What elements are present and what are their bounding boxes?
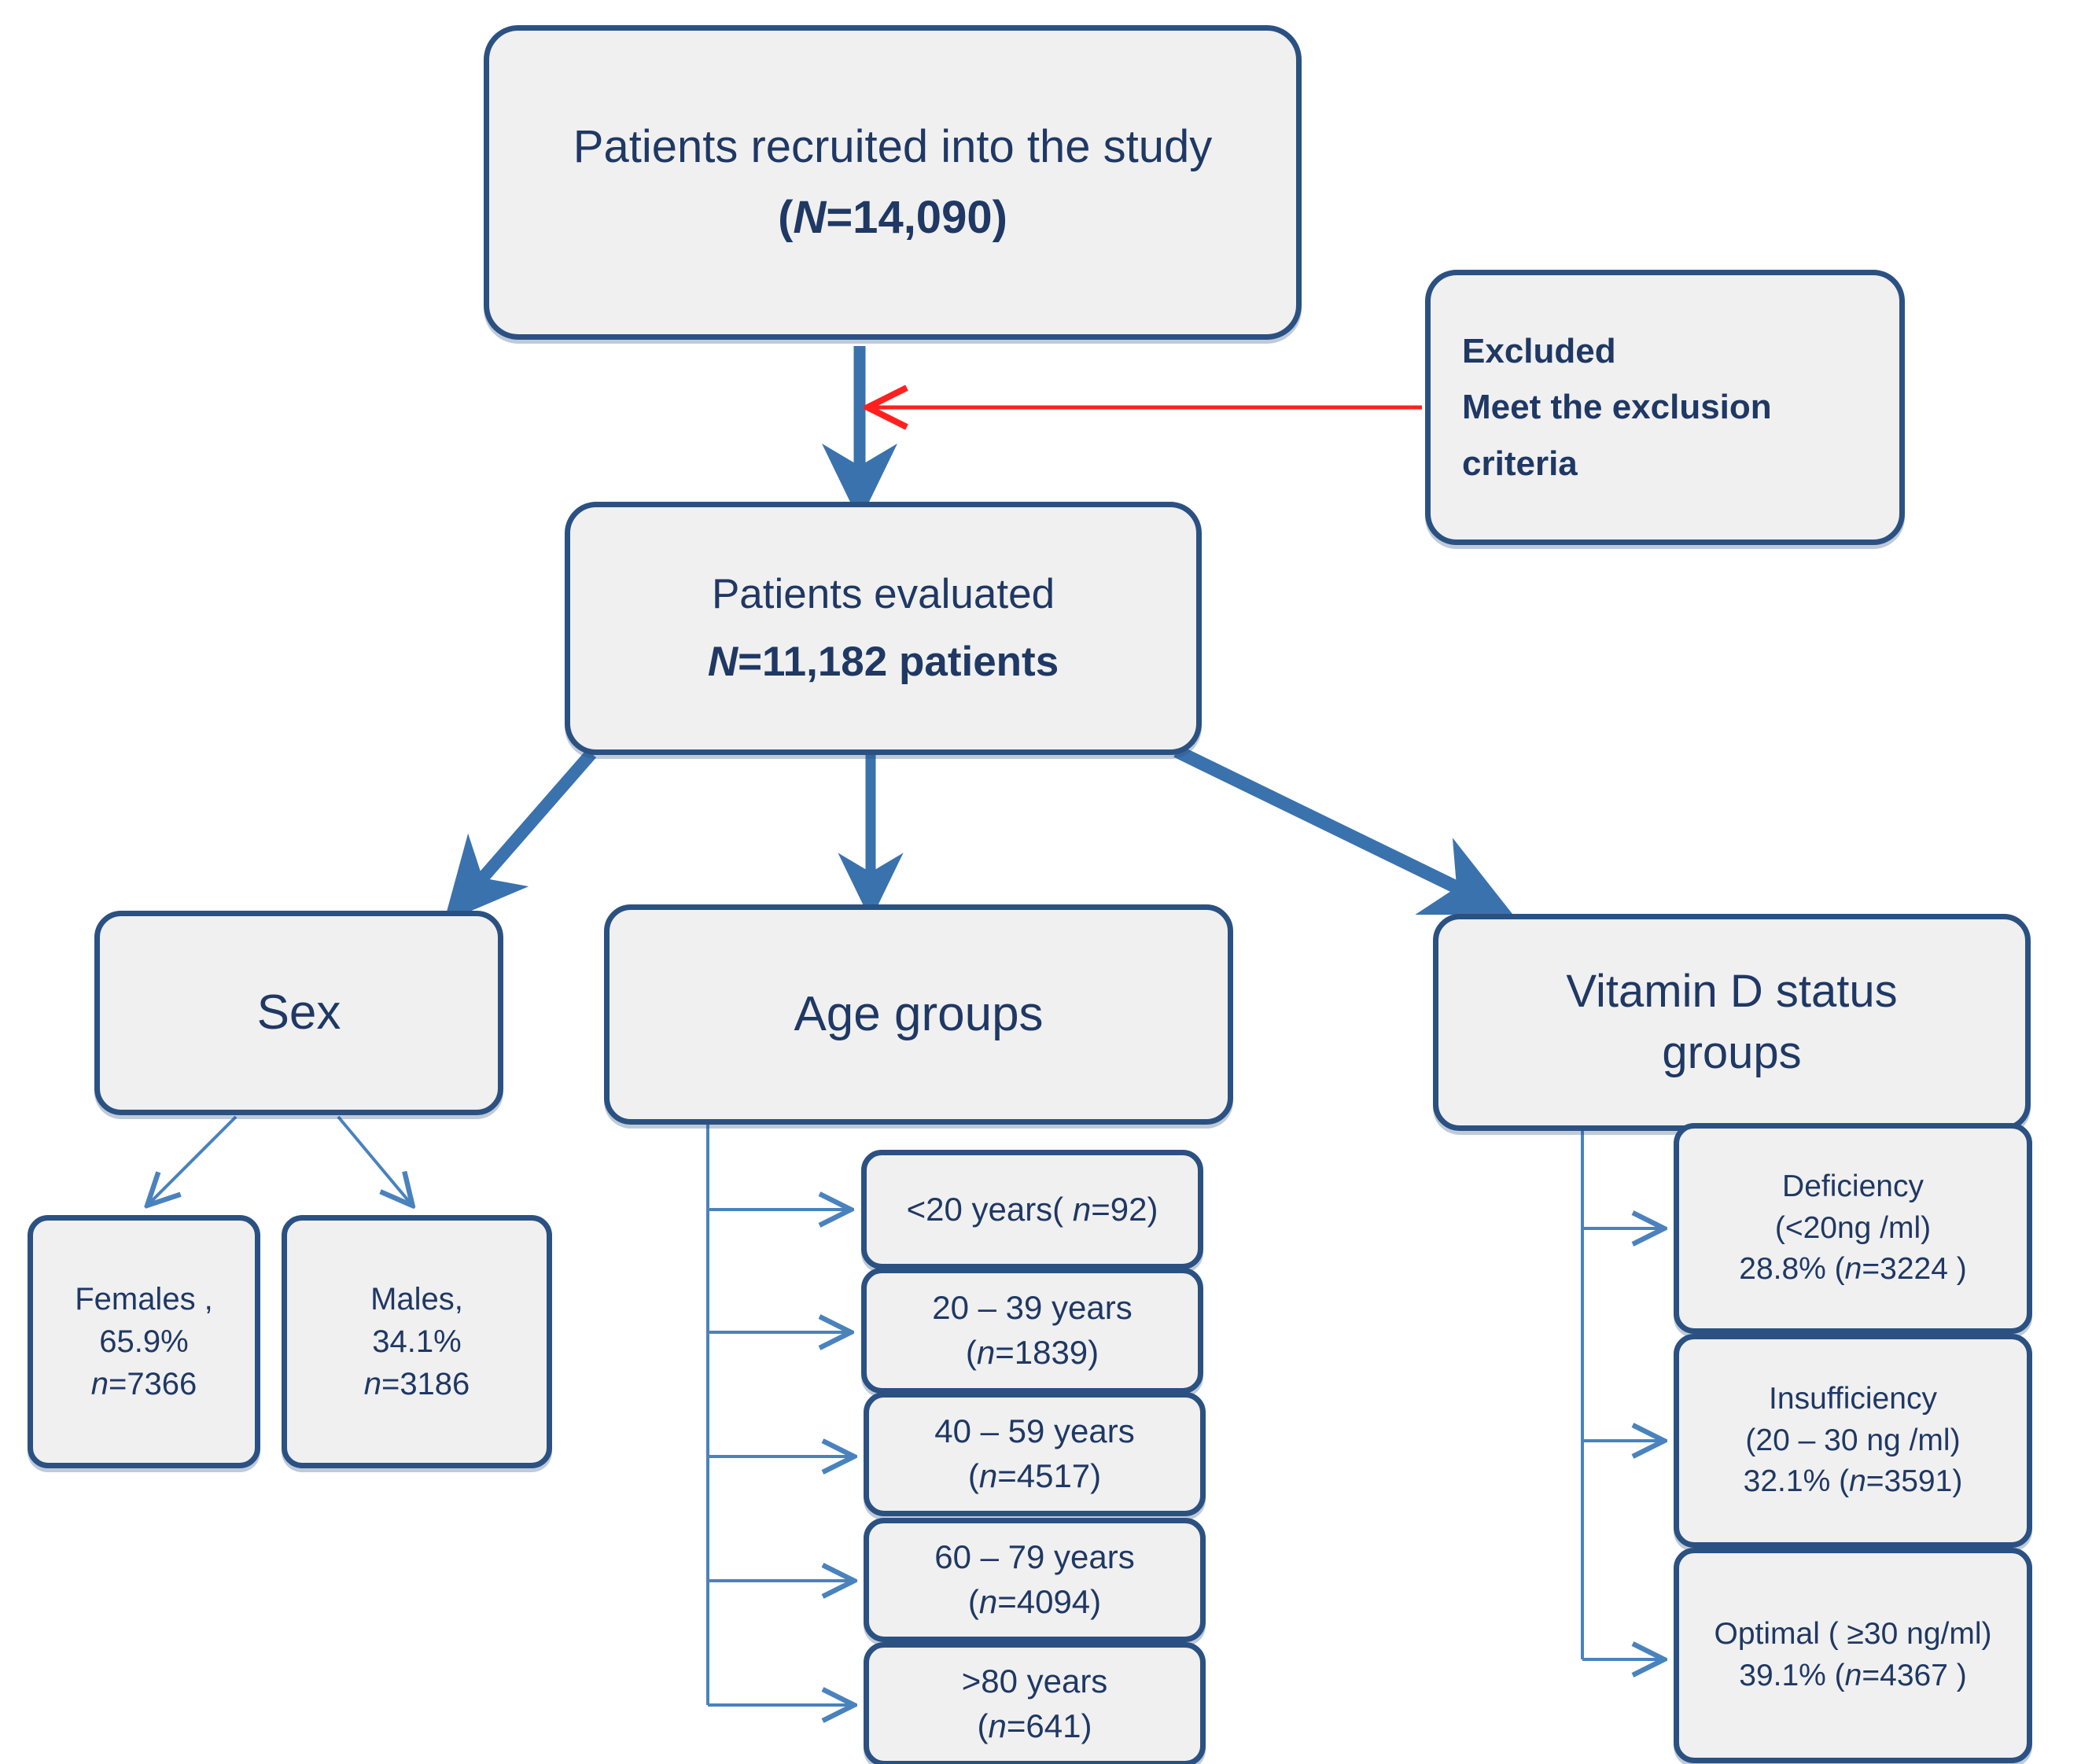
age-20-39-label: 20 – 39 years bbox=[932, 1289, 1133, 1327]
node-sex-group[interactable]: Sex bbox=[94, 911, 503, 1115]
age-over-80-label: >80 years bbox=[961, 1663, 1108, 1700]
node-age-under-20[interactable]: <20 years( n=92) bbox=[861, 1150, 1203, 1269]
vitamind-label-line-1: Vitamin D status bbox=[1566, 965, 1898, 1017]
deficiency-label: Deficiency bbox=[1782, 1169, 1924, 1204]
age-under-20-text: <20 years( n=92) bbox=[906, 1190, 1158, 1228]
age-40-59-label: 40 – 59 years bbox=[934, 1412, 1135, 1450]
insufficiency-label: Insufficiency bbox=[1769, 1382, 1937, 1416]
node-age-60-79[interactable]: 60 – 79 years (n=4094) bbox=[864, 1518, 1206, 1642]
deficiency-range: (<20ng /ml) bbox=[1774, 1210, 1932, 1245]
age-20-39-count: (n=1839) bbox=[965, 1334, 1099, 1371]
node-females[interactable]: Females , 65.9% n=7366 bbox=[28, 1215, 260, 1468]
node-age-20-39[interactable]: 20 – 39 years (n=1839) bbox=[861, 1268, 1203, 1394]
node-vitd-deficiency[interactable]: Deficiency (<20ng /ml) 28.8% (n=3224 ) bbox=[1674, 1123, 2032, 1334]
node-excluded[interactable]: Excluded Meet the exclusion criteria bbox=[1425, 270, 1905, 545]
females-percent: 65.9% bbox=[99, 1324, 189, 1359]
age-40-59-count: (n=4517) bbox=[967, 1457, 1102, 1494]
excluded-line-1: Excluded bbox=[1462, 331, 1616, 370]
males-count: n=3186 bbox=[363, 1367, 470, 1401]
node-vitd-insufficiency[interactable]: Insufficiency (20 – 30 ng /ml) 32.1% (n=… bbox=[1674, 1334, 2032, 1548]
excluded-line-2: Meet the exclusion bbox=[1462, 388, 1772, 427]
connector-vitamind-tree bbox=[1581, 1104, 1661, 1659]
arrow-evaluated-to-sex bbox=[444, 749, 597, 923]
node-age-over-80[interactable]: >80 years (n=641) bbox=[864, 1642, 1206, 1764]
node-age-40-59[interactable]: 40 – 59 years (n=4517) bbox=[864, 1392, 1206, 1516]
optimal-label: Optimal ( ≥30 ng/ml) bbox=[1714, 1617, 1992, 1652]
females-label: Females , bbox=[75, 1282, 213, 1317]
age-60-79-count: (n=4094) bbox=[967, 1583, 1102, 1620]
age-over-80-count: (n=641) bbox=[977, 1707, 1092, 1744]
males-label: Males, bbox=[370, 1282, 463, 1317]
age-60-79-label: 60 – 79 years bbox=[934, 1538, 1135, 1576]
agegroups-label: Age groups bbox=[794, 987, 1044, 1042]
node-males[interactable]: Males, 34.1% n=3186 bbox=[282, 1215, 552, 1468]
node-age-groups[interactable]: Age groups bbox=[604, 904, 1233, 1125]
insufficiency-stats: 32.1% (n=3591) bbox=[1743, 1464, 1963, 1499]
females-count: n=7366 bbox=[90, 1367, 197, 1401]
insufficiency-range: (20 – 30 ng /ml) bbox=[1745, 1423, 1961, 1457]
node-patients-recruited[interactable]: Patients recruited into the study (N=14,… bbox=[484, 25, 1302, 340]
node-patients-evaluated[interactable]: Patients evaluated N=11,182 patients bbox=[565, 502, 1202, 755]
optimal-stats: 39.1% (n=4367 ) bbox=[1739, 1659, 1967, 1692]
vitamind-label-line-2: groups bbox=[1662, 1027, 1802, 1078]
sex-label: Sex bbox=[256, 985, 341, 1040]
excluded-line-3: criteria bbox=[1462, 444, 1578, 483]
arrow-evaluated-to-vitamind bbox=[1173, 745, 1513, 915]
evaluated-count: N=11,182 patients bbox=[707, 639, 1059, 685]
node-vitd-optimal[interactable]: Optimal ( ≥30 ng/ml) 39.1% (n=4367 ) bbox=[1674, 1548, 2032, 1763]
recruited-count: (N=14,090) bbox=[778, 192, 1007, 243]
males-percent: 34.1% bbox=[372, 1324, 462, 1359]
deficiency-stats: 28.8% (n=3224 ) bbox=[1739, 1252, 1967, 1287]
connector-agegroups-tree bbox=[706, 1099, 851, 1705]
arrow-sex-to-males bbox=[337, 1115, 411, 1203]
evaluated-title: Patients evaluated bbox=[711, 571, 1055, 618]
node-vitamin-d-status-groups[interactable]: Vitamin D status groups bbox=[1433, 914, 2031, 1131]
arrow-sex-to-females bbox=[149, 1115, 238, 1203]
recruited-title: Patients recruited into the study bbox=[573, 120, 1213, 172]
